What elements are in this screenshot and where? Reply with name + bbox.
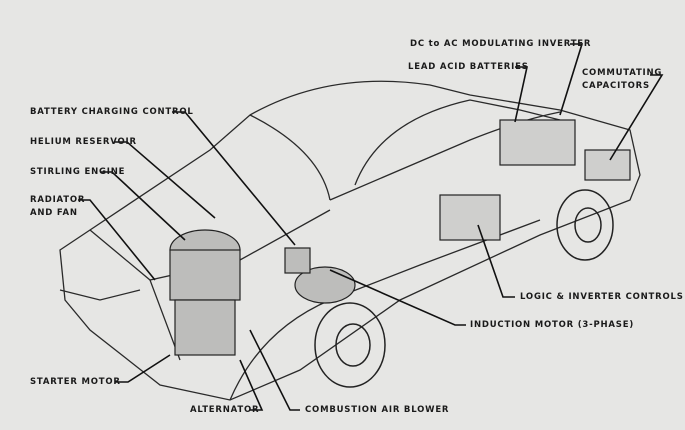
label-stirling: STIRLING ENGINE [30, 167, 126, 177]
label-charging-control: BATTERY CHARGING CONTROL [30, 107, 194, 117]
label-blower: COMBUSTION AIR BLOWER [305, 405, 450, 415]
label-induction: INDUCTION MOTOR (3-PHASE) [470, 320, 635, 330]
label-helium: HELIUM RESERVOIR [30, 137, 137, 147]
label-batteries: LEAD ACID BATTERIES [408, 62, 529, 72]
label-alternator: ALTERNATOR [190, 405, 260, 415]
leader-lines [78, 43, 664, 411]
label-inverter: DC to AC MODULATING INVERTER [410, 39, 592, 49]
battery-pack [439, 119, 631, 241]
engine-assembly [169, 229, 356, 356]
label-capacitors-2: CAPACITORS [582, 81, 650, 91]
label-radiator-2: AND FAN [30, 208, 78, 218]
label-logic: LOGIC & INVERTER CONTROLS [520, 292, 684, 302]
rear-wheel [556, 189, 614, 261]
label-capacitors-1: COMMUTATING [582, 68, 663, 78]
label-radiator-1: RADIATOR [30, 195, 86, 205]
front-wheel [314, 302, 386, 388]
label-starter: STARTER MOTOR [30, 377, 121, 387]
